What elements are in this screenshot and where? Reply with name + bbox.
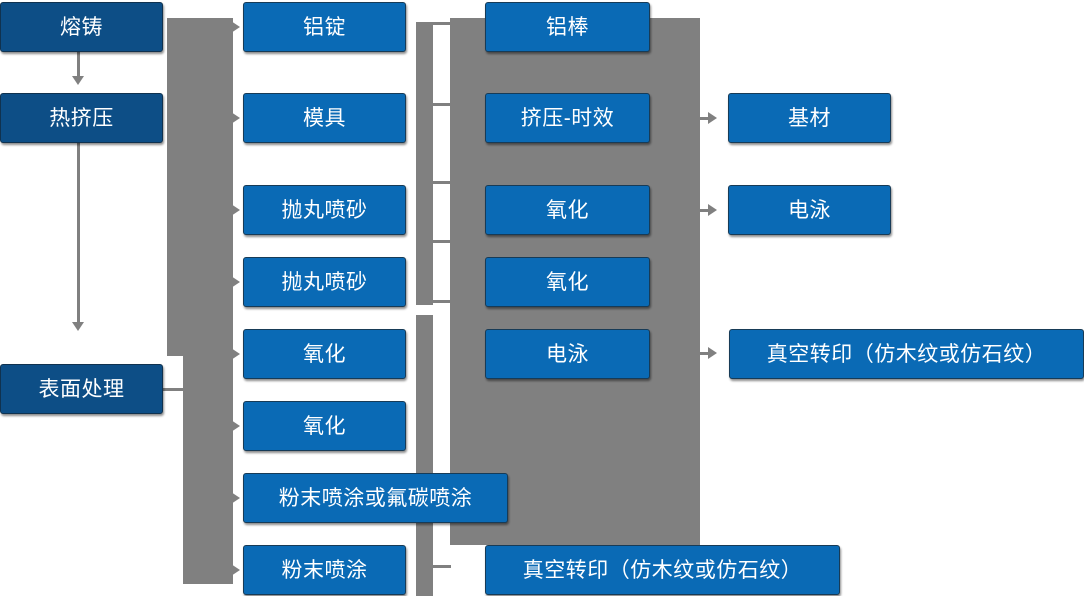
arrowhead-col2-1 xyxy=(231,21,240,33)
process-node-aluminum-bar-label: 铝棒 xyxy=(546,15,589,39)
process-node-oxidation-col3-1-label: 氧化 xyxy=(546,198,589,222)
connector-stub-col4-1 xyxy=(700,117,714,120)
output-node-vacuum-transfer-label: 真空转印（仿木纹或仿石纹） xyxy=(766,342,1047,366)
process-node-oxidation-col2-2[interactable]: 氧化 xyxy=(243,401,406,451)
stage-node-surface-treatment[interactable]: 表面处理 xyxy=(0,364,163,414)
process-node-oxidation-col2-1-label: 氧化 xyxy=(303,342,346,366)
process-node-aluminum-ingot-label: 铝锭 xyxy=(303,15,346,39)
connector-bar-col2-col3-b xyxy=(416,315,433,596)
arrowhead-casting-to-extrusion xyxy=(72,76,84,85)
process-node-oxidation-col3-1[interactable]: 氧化 xyxy=(485,185,650,235)
arrowhead-extrusion-to-surface xyxy=(72,322,84,331)
arrowhead-col4-3 xyxy=(708,347,717,359)
stage-node-hot-extrusion[interactable]: 热挤压 xyxy=(0,93,163,143)
arrowhead-col2-2 xyxy=(231,112,240,124)
process-node-oxidation-col3-2[interactable]: 氧化 xyxy=(485,257,650,307)
process-node-oxidation-col2-2-label: 氧化 xyxy=(303,414,346,438)
process-node-shot-blasting-2[interactable]: 抛丸喷砂 xyxy=(243,257,406,307)
process-node-powder-coating[interactable]: 粉末喷涂 xyxy=(243,545,406,595)
process-node-electrophoresis-col3-label: 电泳 xyxy=(546,342,589,366)
process-node-aluminum-ingot[interactable]: 铝锭 xyxy=(243,2,406,52)
process-node-mold-label: 模具 xyxy=(303,106,346,130)
arrowhead-col4-1 xyxy=(708,112,717,124)
connector-tooth-6 xyxy=(433,565,451,568)
connector-trunk-left xyxy=(167,18,233,356)
arrowhead-col2-7 xyxy=(231,492,240,504)
process-node-oxidation-col2-1[interactable]: 氧化 xyxy=(243,329,406,379)
process-node-mold[interactable]: 模具 xyxy=(243,93,406,143)
connector-tooth-1 xyxy=(433,22,451,25)
connector-tooth-2 xyxy=(433,103,451,106)
connector-bar-col2-col3-a xyxy=(416,22,433,305)
connector-stub-casting-to-extrusion xyxy=(77,52,80,80)
process-node-powder-or-fluorocarbon-coating-label: 粉末喷涂或氟碳喷涂 xyxy=(278,486,473,510)
arrowhead-col4-2 xyxy=(708,204,717,216)
output-node-vacuum-transfer[interactable]: 真空转印（仿木纹或仿石纹） xyxy=(729,329,1084,379)
process-node-oxidation-col3-2-label: 氧化 xyxy=(546,270,589,294)
output-node-electrophoresis[interactable]: 电泳 xyxy=(728,185,891,235)
output-node-substrate[interactable]: 基材 xyxy=(728,93,891,143)
connector-stub-surface-treatment xyxy=(163,388,187,391)
stage-node-casting-label: 熔铸 xyxy=(60,15,103,39)
output-node-substrate-label: 基材 xyxy=(788,106,831,130)
arrowhead-col2-6 xyxy=(231,420,240,432)
process-node-vacuum-transfer-bottom[interactable]: 真空转印（仿木纹或仿石纹） xyxy=(485,545,840,595)
process-node-extrusion-aging-label: 挤压-时效 xyxy=(520,106,615,130)
process-node-aluminum-bar[interactable]: 铝棒 xyxy=(485,2,650,52)
connector-trunk-left-lower xyxy=(183,356,233,584)
process-node-electrophoresis-col3[interactable]: 电泳 xyxy=(485,329,650,379)
stage-node-hot-extrusion-label: 热挤压 xyxy=(49,106,114,130)
connector-tooth-3 xyxy=(433,181,451,184)
arrowhead-col2-5 xyxy=(231,348,240,360)
process-node-powder-coating-label: 粉末喷涂 xyxy=(281,558,368,582)
process-node-vacuum-transfer-bottom-label: 真空转印（仿木纹或仿石纹） xyxy=(522,558,803,582)
stage-node-surface-treatment-label: 表面处理 xyxy=(38,377,125,401)
connector-stub-extrusion-to-surface xyxy=(77,142,80,324)
process-node-extrusion-aging[interactable]: 挤压-时效 xyxy=(485,93,650,143)
connector-stub-col4-2 xyxy=(700,209,714,212)
arrowhead-col2-8 xyxy=(231,564,240,576)
process-node-shot-blasting-2-label: 抛丸喷砂 xyxy=(281,270,368,294)
output-node-electrophoresis-label: 电泳 xyxy=(788,198,831,222)
connector-stub-col4-3 xyxy=(700,352,714,355)
arrowhead-col2-3 xyxy=(231,204,240,216)
stage-node-casting[interactable]: 熔铸 xyxy=(0,2,163,52)
process-node-powder-or-fluorocarbon-coating[interactable]: 粉末喷涂或氟碳喷涂 xyxy=(243,473,508,523)
arrowhead-col2-4 xyxy=(231,276,240,288)
connector-tooth-5 xyxy=(433,300,451,303)
process-node-shot-blasting-1[interactable]: 抛丸喷砂 xyxy=(243,185,406,235)
process-node-shot-blasting-1-label: 抛丸喷砂 xyxy=(281,198,368,222)
connector-tooth-4 xyxy=(433,240,451,243)
